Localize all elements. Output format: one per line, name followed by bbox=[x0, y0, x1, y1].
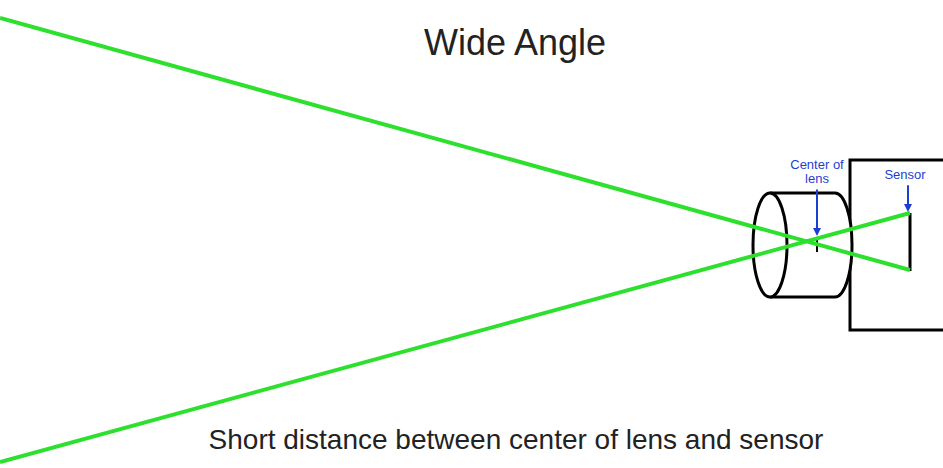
light-ray bbox=[0, 213, 910, 462]
leader-arrow bbox=[816, 190, 818, 234]
diagram-caption: Short distance between center of lens an… bbox=[126, 424, 906, 456]
sensor bbox=[909, 213, 912, 271]
light-ray bbox=[0, 18, 910, 270]
callout-label: Sensor bbox=[875, 168, 935, 182]
diagram-title: Wide Angle bbox=[315, 22, 715, 64]
callout-label: Center of lens bbox=[787, 158, 847, 187]
camera-body bbox=[850, 160, 943, 330]
leader-arrow bbox=[907, 185, 909, 210]
diagram-caption-text: Short distance between center of lens an… bbox=[207, 424, 826, 455]
lens-front bbox=[753, 193, 787, 297]
